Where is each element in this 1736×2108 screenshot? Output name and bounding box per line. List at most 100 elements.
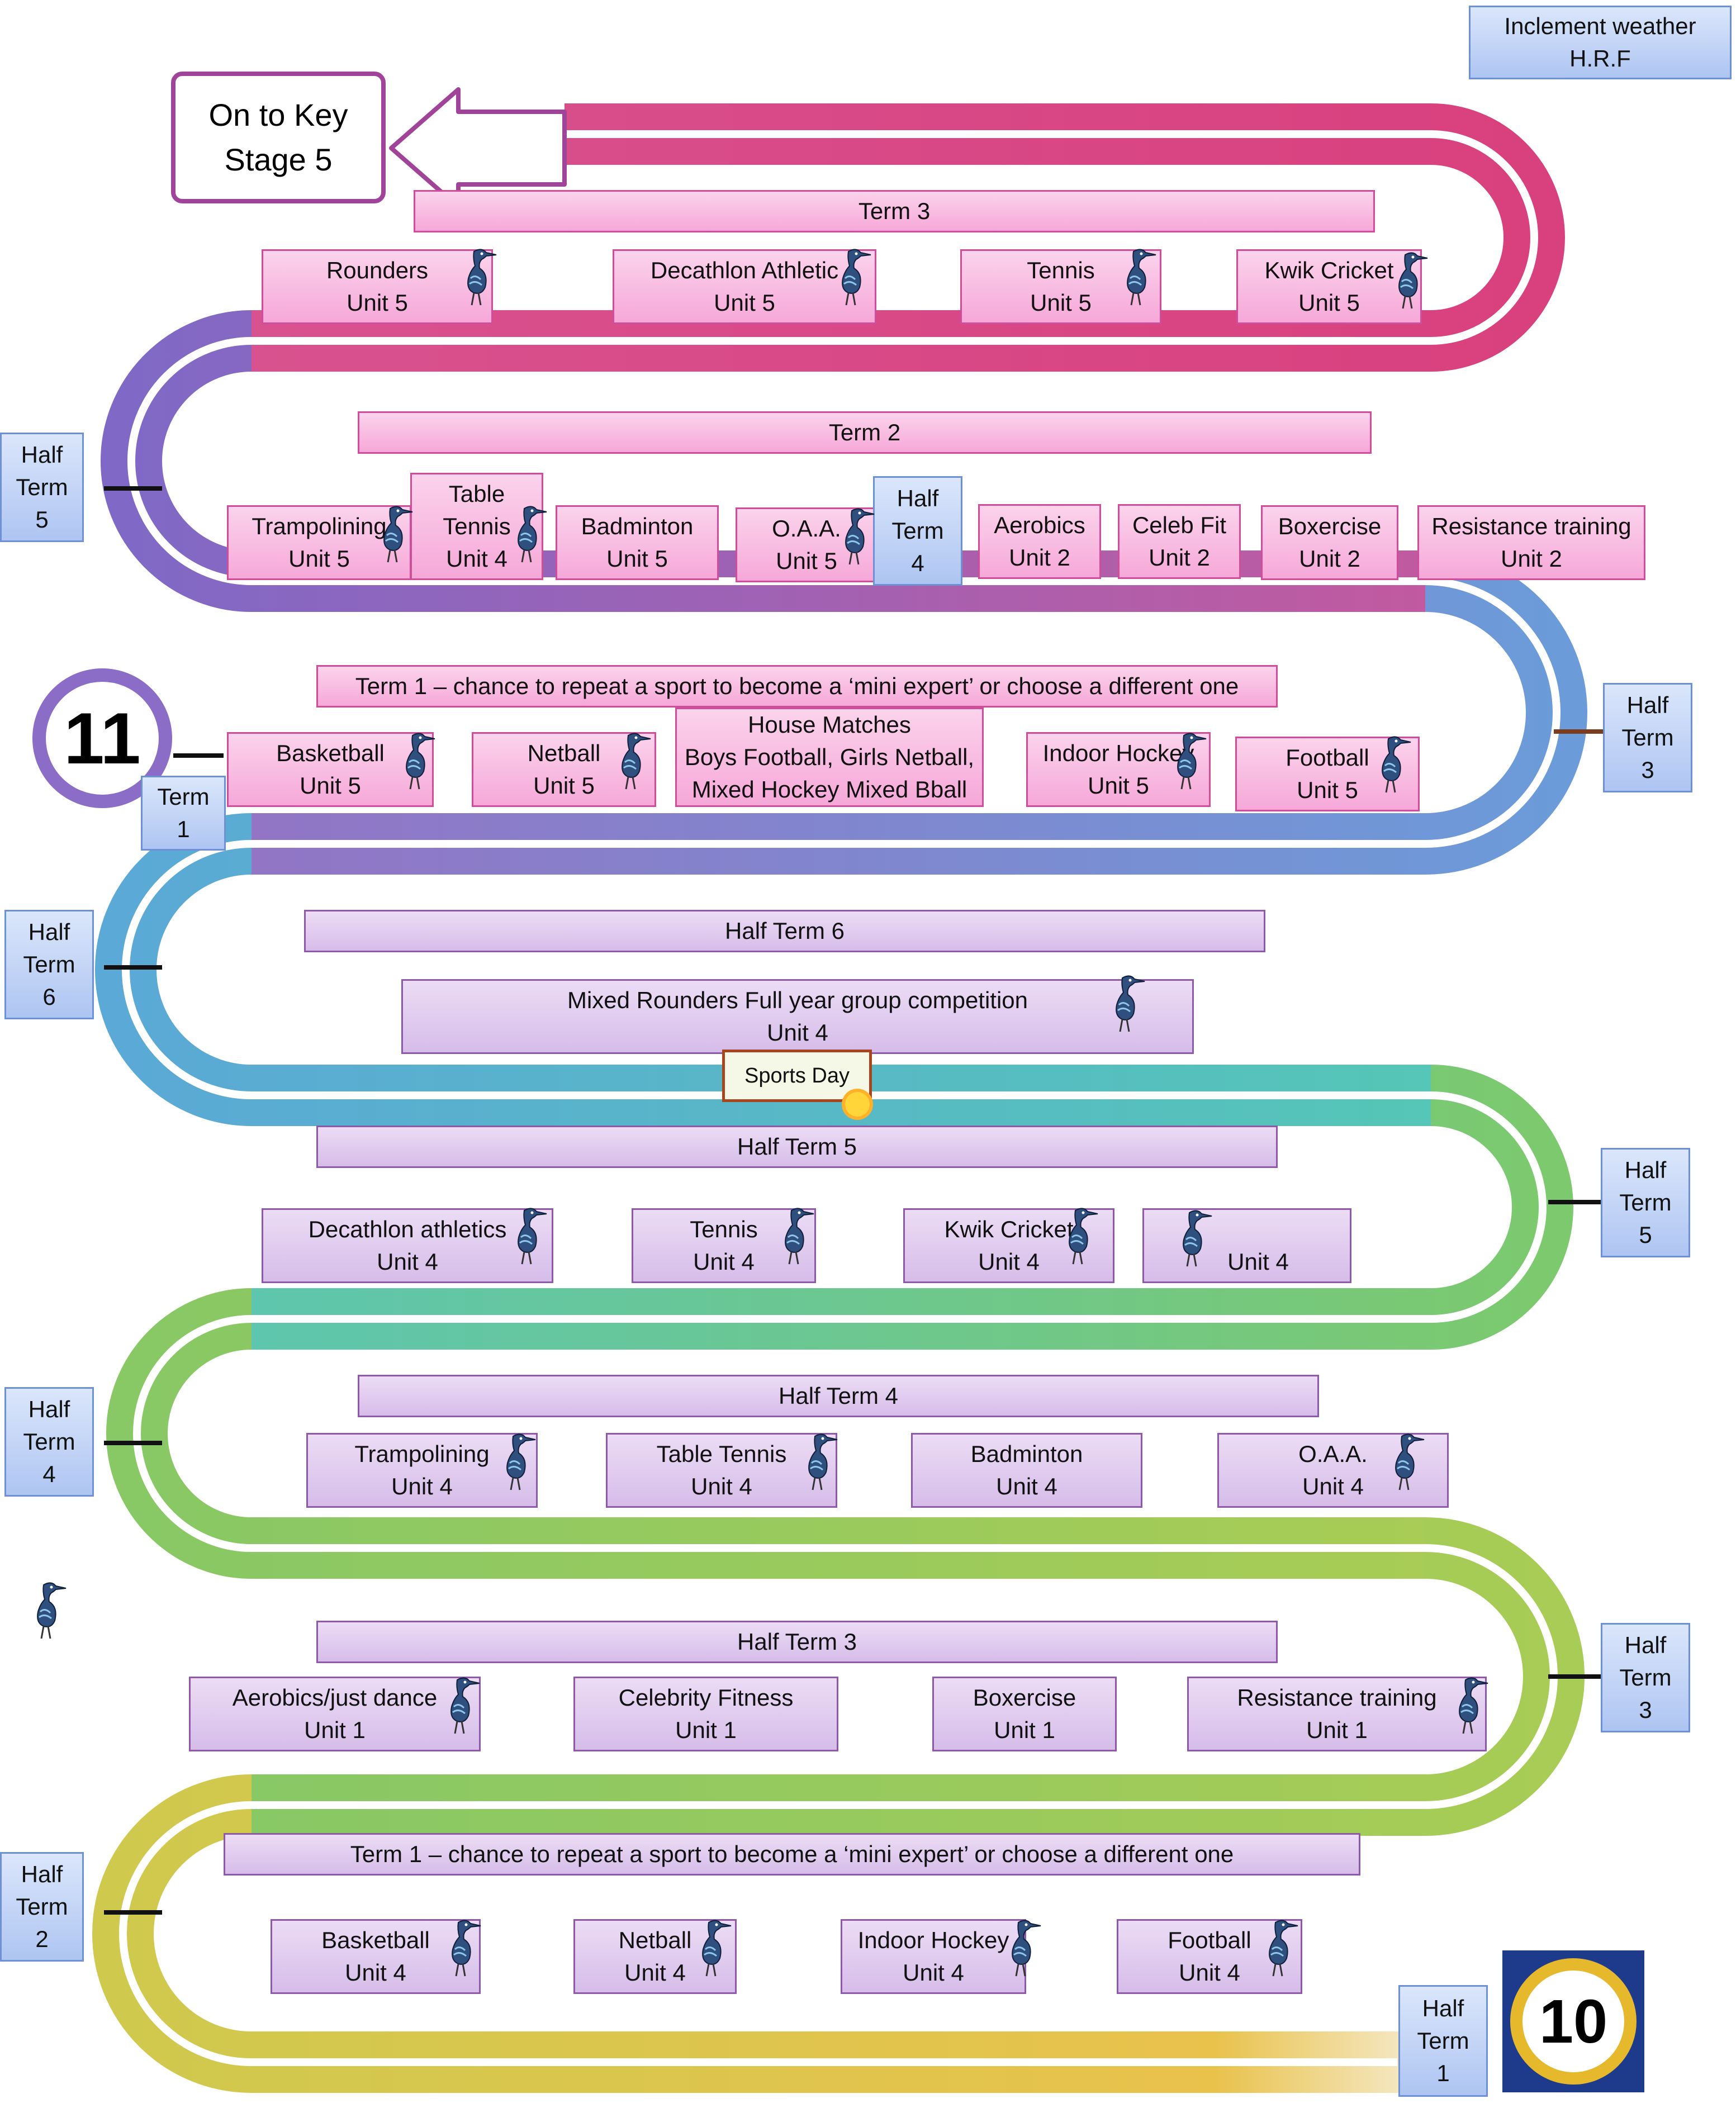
card-unit: Unit 4 [1227,1248,1289,1275]
card-unit: Unit 1 [994,1717,1055,1743]
card-unit: Unit 5 [1297,777,1358,803]
marker-line: Half [1624,1157,1667,1183]
marker-half-term-5-y11: Half Term 5 [0,433,84,542]
term1-y10-title: Term 1 – chance to repeat a sport to bec… [350,1841,1234,1867]
heron-mascot-icon [22,1579,67,1641]
card-title: Badminton [970,1441,1083,1467]
marker-line: 3 [1639,1697,1652,1723]
card-title: Aerobics/just dance [232,1684,438,1711]
year-10-number: 10 [1539,1987,1608,2056]
card-unit: Unit 5 [776,548,837,574]
term3-title: Term 3 [858,198,931,224]
marker-line: Term [1619,1189,1672,1216]
card-title: Trampolining [252,513,387,539]
card-title: Football [1168,1927,1251,1953]
card-title: Indoor Hockey [857,1927,1009,1953]
marker-line: Half [21,441,63,468]
marker-line: 6 [42,984,56,1010]
term1-y10-banner: Term 1 – chance to repeat a sport to bec… [224,1833,1360,1876]
card-tennis-y10: Tennis Unit 4 [632,1208,816,1283]
heron-mascot-icon [1168,1207,1213,1269]
card-title: Badminton [581,513,694,539]
card-table-tennis-y10: Table Tennis Unit 4 [606,1433,837,1508]
inclement-weather-box: Inclement weather H.R.F [1469,6,1732,79]
heron-mascot-icon [436,1674,481,1736]
ht5-title: Half Term 5 [737,1133,857,1160]
marker-line: Term [1621,724,1674,751]
card-table-tennis-y11: Table Tennis Unit 4 [410,473,543,580]
card-resistance-y10: Resistance training Unit 1 [1187,1677,1487,1751]
marker-line: Half [897,485,939,511]
heron-mascot-icon [1384,249,1429,311]
heron-mascot-icon [827,246,872,307]
card-basketball-y10: Basketball Unit 4 [271,1919,481,1994]
card-unit: Unit 2 [1299,545,1360,572]
card-boxercise-y11: Boxercise Unit 2 [1261,505,1398,580]
card-unit: Unit 5 [288,545,350,572]
card-unit: Unit 4 [1179,1959,1240,1986]
heron-mascot-icon [1112,246,1157,307]
card-celebrity-fitness-y10: Celebrity Fitness Unit 1 [573,1677,838,1751]
heron-mascot-icon [492,1431,537,1492]
weather-title: Inclement weather [1504,13,1696,39]
card-basketball-y11: Basketball Unit 5 [227,732,434,807]
heron-mascot-icon [1381,1431,1425,1492]
card-title: Resistance training [1431,513,1631,539]
marker-line: Term [891,517,944,544]
year-11-number: 11 [64,697,141,779]
card-unit: Unit 1 [1306,1717,1368,1743]
card-unit: Unit 2 [1149,544,1210,571]
ht6-banner: Half Term 6 [304,910,1265,952]
card-unit: Unit 4 [978,1248,1040,1275]
card-title: Table Tennis [656,1441,787,1467]
heron-mascot-icon [607,730,652,791]
card-mixed-rounders: Mixed Rounders Full year group competiti… [401,979,1194,1054]
card-title: Mixed Rounders Full year group competiti… [567,987,1028,1013]
marker-line: Half [28,1396,70,1422]
card-kwik-cricket-y11: Kwik Cricket Unit 5 [1236,249,1422,324]
card-unit: Unit 1 [675,1717,737,1743]
card-celeb-fit-y11: Celeb Fit Unit 2 [1118,504,1241,579]
card-title: House Matches [748,711,911,738]
marker-line: 1 [1436,2060,1450,2086]
term2-title: Term 2 [828,419,901,445]
ht4-title: Half Term 4 [779,1383,898,1409]
heron-mascot-icon [1254,1917,1299,1978]
marker-line: Half [1422,1995,1464,2021]
card-decathlon-y11: Decathlon Athletic Unit 5 [613,249,876,324]
ht6-title: Half Term 6 [725,918,845,944]
card-title: Boxercise [973,1684,1076,1711]
card-unit: Unit 4 [624,1959,686,1986]
card-unit: Unit 5 [1088,772,1149,799]
card-unit: Unit 4 [391,1473,453,1499]
marker-line: Term [157,784,210,810]
card-unit: Unit 4 [996,1473,1057,1499]
heron-mascot-icon [437,1917,482,1978]
card-unit: Unit 2 [1009,544,1070,571]
marker-line: Term [1417,2028,1469,2054]
ht3-banner: Half Term 3 [316,1621,1278,1663]
card-house-matches: House Matches Boys Football, Girls Netba… [675,708,984,807]
card-unit: Unit 5 [1030,289,1092,316]
marker-line: Term [23,951,75,977]
marker-line: Term [1619,1664,1672,1691]
heron-mascot-icon [831,505,875,567]
heron-mascot-icon [369,503,414,564]
card-title: Rounders [326,257,429,283]
card-title: Kwik Cricket [944,1216,1074,1242]
card-title: O.A.A. [1298,1441,1368,1467]
card-title: Tennis [443,513,511,539]
marker-line: Half [21,1861,63,1887]
heron-mascot-icon [1054,1205,1099,1266]
card-unit: Unit 4 [691,1473,752,1499]
card-title: Table [448,481,505,507]
card-title: O.A.A. [772,515,841,542]
card-unit: Unit 4 [767,1019,828,1046]
heron-mascot-icon [997,1917,1042,1978]
card-title: Football [1286,744,1369,771]
marker-half-term-2: Half Term 2 [0,1852,84,1962]
card-football-y10: Football Unit 4 [1117,1919,1302,1994]
card-title: Netball [527,740,601,766]
card-unit: Unit 4 [377,1248,438,1275]
card-unit: Unit 5 [606,545,668,572]
